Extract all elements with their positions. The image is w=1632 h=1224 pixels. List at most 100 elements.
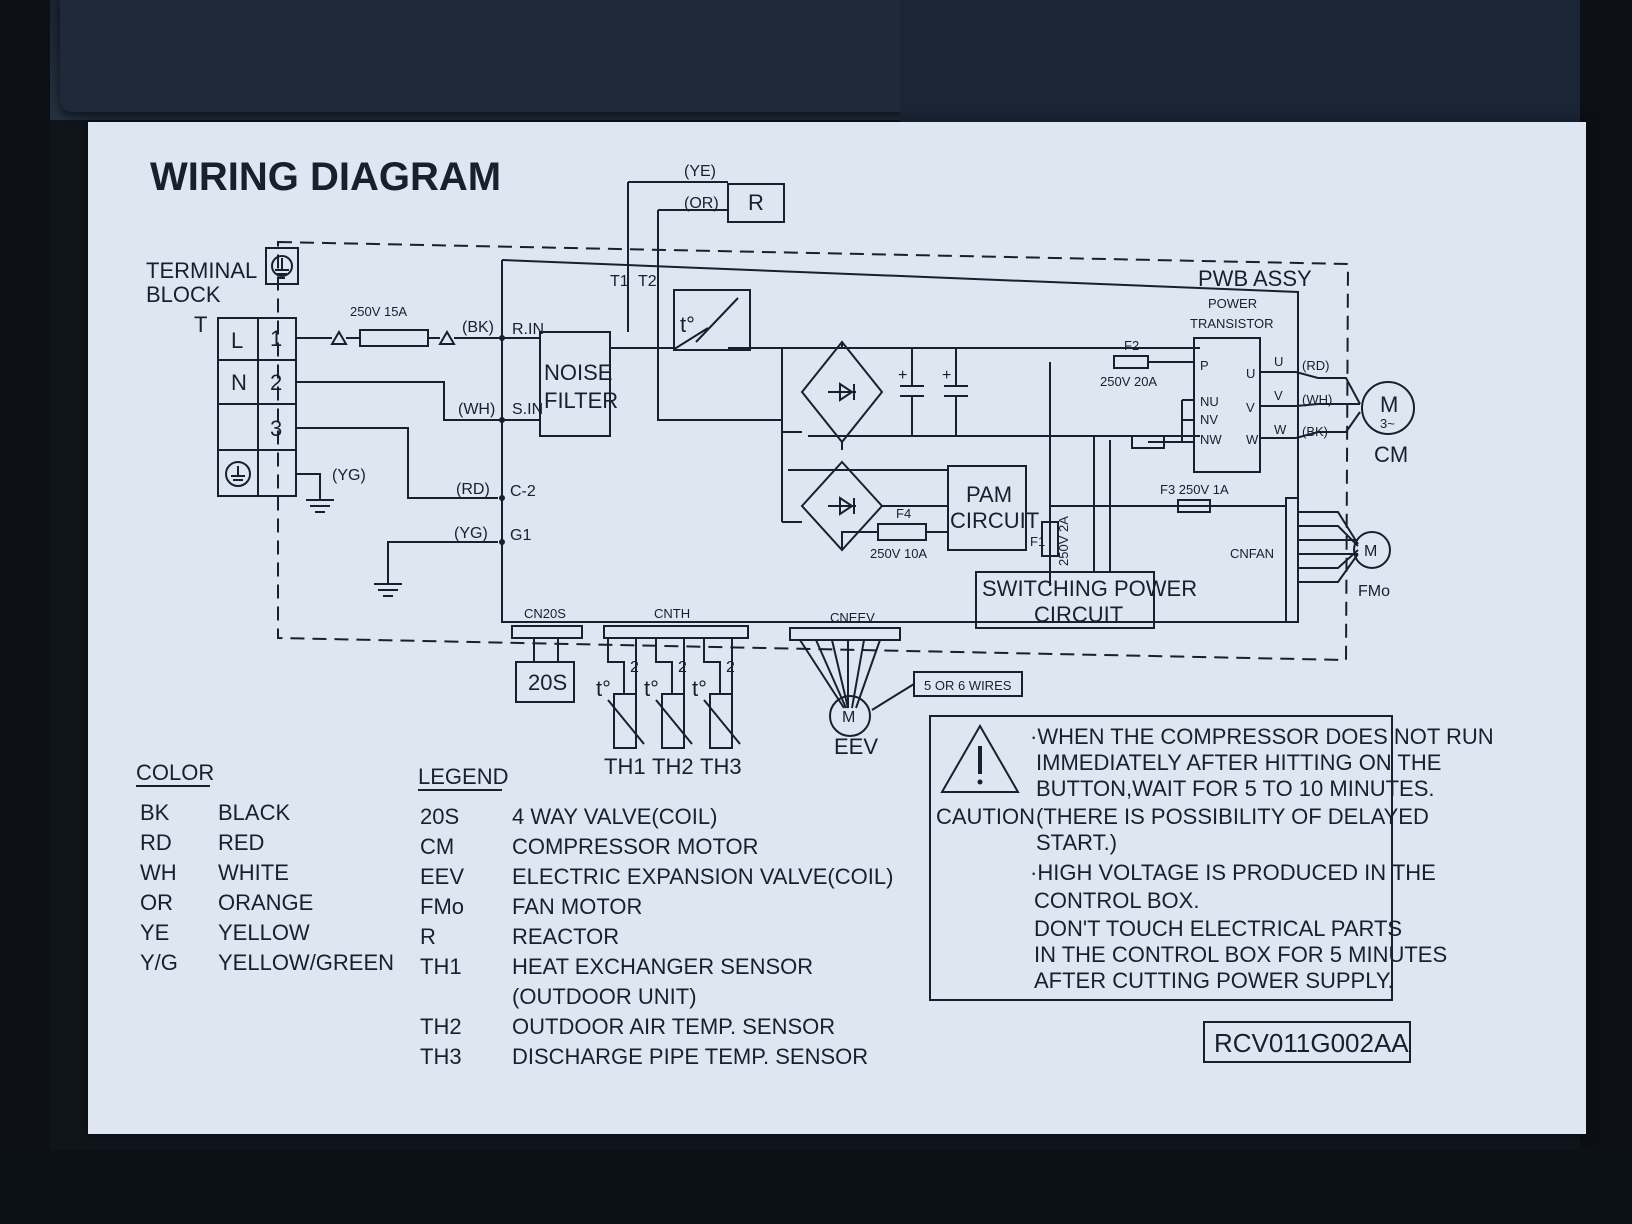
- cap-plus-1: +: [898, 367, 907, 384]
- wire-yg2-label: (YG): [454, 525, 488, 542]
- th2-wires: [655, 638, 685, 694]
- legend-code-5: R: [420, 924, 436, 949]
- caution-line-6: ·HIGH VOLTAGE IS PRODUCED IN THE: [1030, 860, 1436, 885]
- color-code-6: Y/G: [140, 950, 178, 975]
- wires-note-pointer: [871, 683, 915, 711]
- wire-line-n: [296, 381, 508, 421]
- th2-count: 2: [678, 659, 687, 676]
- thermal-switch-label: t°: [680, 312, 695, 337]
- fuse-f2-label: F2: [1124, 338, 1139, 353]
- main-fuse-rating: 250V 15A: [350, 304, 407, 319]
- cnth-label: CNTH: [654, 606, 690, 621]
- caution-line-1: ·WHEN THE COMPRESSOR DOES NOT RUN: [1030, 724, 1494, 749]
- fuse-f4-rating: 250V 10A: [870, 546, 927, 561]
- cap-plus-2: +: [942, 367, 951, 384]
- th1-thermistor: [613, 693, 637, 749]
- fuse-f3: [1177, 499, 1211, 513]
- part-number: RCV011G002AA: [1214, 1028, 1409, 1058]
- diode-icon-1: [828, 382, 856, 402]
- fan-motor-icon: [1353, 531, 1391, 569]
- earth-symbol-icon: [275, 258, 289, 279]
- terminal-ground-icon: [296, 473, 334, 513]
- noise-filter-line-2: FILTER: [544, 388, 618, 413]
- thermal-switch-contact: [610, 297, 1200, 349]
- legend-desc-9: DISCHARGE PIPE TEMP. SENSOR: [512, 1044, 868, 1069]
- cneev-label: CNEEV: [830, 610, 875, 625]
- reactor-wires: [627, 181, 728, 368]
- terminal-l: L: [231, 328, 243, 353]
- wire-w-bk: (BK): [1302, 424, 1328, 439]
- terminal-2: 2: [270, 370, 282, 395]
- pt-pin-nw: NW: [1200, 432, 1222, 447]
- legend-desc-1: 4 WAY VALVE(COIL): [512, 804, 717, 829]
- terminal-n: N: [231, 370, 247, 395]
- switching-line-2: CIRCUIT: [1034, 602, 1123, 627]
- noise-filter: [539, 331, 611, 437]
- pwb-assy-label: PWB ASSY: [1198, 266, 1312, 291]
- th3-thermistor: [709, 693, 733, 749]
- legend-table: 20S 4 WAY VALVE(COIL) CM COMPRESSOR MOTO…: [420, 804, 893, 1069]
- compressor-motor-m: M: [1380, 392, 1398, 417]
- caution-line-9: IN THE CONTROL BOX FOR 5 MINUTES: [1034, 942, 1447, 967]
- valve-20s-wires: [533, 638, 559, 662]
- power-transistor-label-2: TRANSISTOR: [1190, 316, 1274, 331]
- cnfan-label: CNFAN: [1230, 546, 1274, 561]
- diagram-title: WIRING DIAGRAM: [150, 155, 501, 199]
- caution-line-3: BUTTON,WAIT FOR 5 TO 10 MINUTES.: [1036, 776, 1435, 801]
- warning-dot-icon: [977, 779, 983, 785]
- wire-bk-label: (BK): [462, 319, 494, 336]
- fuse-f3-label: F3 250V 1A: [1160, 482, 1229, 497]
- th3-t: t°: [692, 676, 707, 701]
- fuse-f4: [877, 523, 927, 541]
- switching-line-1: SWITCHING POWER: [982, 576, 1197, 601]
- legend-code-9: TH3: [420, 1044, 462, 1069]
- th2-thermistor: [661, 693, 685, 749]
- valve-20s-box: [515, 661, 575, 703]
- housing-bottom: [0, 1150, 1632, 1224]
- color-code-2: RD: [140, 830, 172, 855]
- fan-wires: [1298, 511, 1359, 583]
- capacitors-icon: [808, 348, 1200, 437]
- power-transistor-label-1: POWER: [1208, 296, 1257, 311]
- terminal-g1: G1: [510, 527, 531, 544]
- main-fuse: [359, 329, 429, 347]
- color-name-1: BLACK: [218, 800, 290, 825]
- reactor-box: [727, 183, 785, 223]
- compressor-motor-icon: [1361, 381, 1415, 435]
- compressor-motor-label: CM: [1374, 442, 1408, 467]
- part-number-box: [1203, 1021, 1411, 1063]
- caution-text: ·WHEN THE COMPRESSOR DOES NOT RUN IMMEDI…: [1030, 724, 1494, 993]
- compressor-output-wires: [1260, 371, 1361, 439]
- board-left-bus: [501, 260, 1286, 623]
- pam-line-2: CIRCUIT: [950, 508, 1039, 533]
- reactor-return-wire: [657, 368, 782, 421]
- legend-desc-2: COMPRESSOR MOTOR: [512, 834, 759, 859]
- wire-wh-label: (WH): [458, 401, 495, 418]
- color-code-3: WH: [140, 860, 177, 885]
- terminal-block-grid: [218, 318, 296, 496]
- thermal-switch-box: [673, 289, 751, 351]
- color-heading: COLOR: [136, 760, 214, 785]
- legend-code-4: FMo: [420, 894, 464, 919]
- color-table: BK BLACK RD RED WH WHITE OR ORANGE YE YE…: [140, 800, 394, 975]
- th3-slash-icon: [703, 699, 741, 745]
- legend-code-2: CM: [420, 834, 454, 859]
- legend-code-8: TH2: [420, 1014, 462, 1039]
- cnth-connector: [603, 625, 749, 639]
- wires-note: 5 OR 6 WIRES: [924, 678, 1012, 693]
- terminal-rin: R.IN: [512, 321, 544, 338]
- legend-code-6: TH1: [420, 954, 462, 979]
- pt-pin-p: P: [1200, 358, 1209, 373]
- terminal-earth-icon: [225, 461, 251, 487]
- caution-label: CAUTION: [936, 804, 1035, 829]
- color-code-4: OR: [140, 890, 173, 915]
- terminal-block-label-2: BLOCK: [146, 282, 221, 307]
- warning-triangle-icon: [940, 723, 1020, 793]
- fuse-f1-label: F1: [1030, 534, 1045, 549]
- cn20s-connector: [511, 625, 583, 639]
- caution-box: [929, 715, 1393, 1001]
- eev-label: EEV: [834, 734, 878, 759]
- terminal-t1: T1: [610, 273, 629, 290]
- valve-20s-label: 20S: [528, 670, 567, 695]
- terminal-block-t: T: [194, 312, 207, 337]
